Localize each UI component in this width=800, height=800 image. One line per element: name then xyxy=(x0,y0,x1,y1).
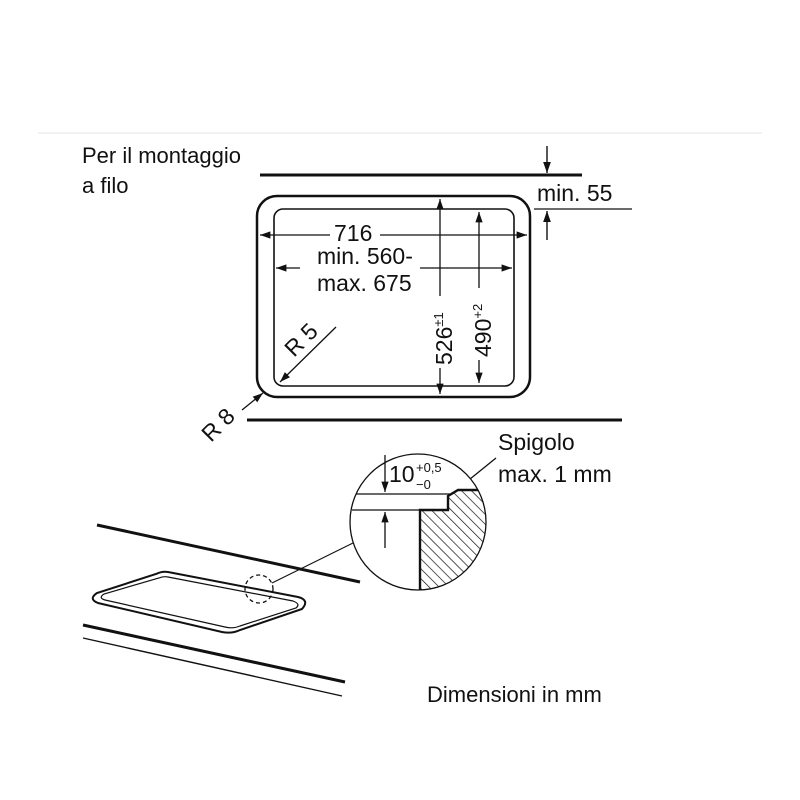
cutout-outer-outline xyxy=(255,194,532,399)
depth-inner-label: 490+2 xyxy=(470,304,496,357)
magnifier-ring xyxy=(244,574,274,604)
cutout-inner-outline xyxy=(273,208,515,387)
perspective-cutout-outer xyxy=(91,570,307,634)
rebate-label: 10 xyxy=(389,461,415,487)
perspective-front-edge xyxy=(82,623,346,684)
radius-outer-label: R 8 xyxy=(196,403,240,447)
title-line-1: Per il montaggio xyxy=(82,143,241,168)
min-gap-label: min. 55 xyxy=(537,180,612,206)
depth-inner-label-bg xyxy=(466,288,492,360)
magnifier-leader xyxy=(271,542,354,584)
width-outer-label-bg xyxy=(330,216,380,238)
width-inner-label-2: max. 675 xyxy=(317,270,412,296)
radius-outer-leader xyxy=(241,392,264,411)
depth-outer-label-bg xyxy=(427,296,453,368)
depth-outer-label: 526±1 xyxy=(431,312,457,365)
perspective-back-edge xyxy=(96,523,361,584)
edge-label-1: Spigolo xyxy=(498,429,575,455)
edge-label-2: max. 1 mm xyxy=(498,461,612,487)
title-line-2: a filo xyxy=(82,173,128,198)
radius-inner-label: R 5 xyxy=(279,318,323,362)
rebate-tol-lower: −0 xyxy=(416,477,431,492)
width-inner-label-1: min. 560- xyxy=(317,243,413,269)
width-outer-label: 716 xyxy=(334,220,372,246)
perspective-cutout-inner xyxy=(100,576,299,629)
perspective-front-lower-edge xyxy=(82,637,343,697)
units-note: Dimensioni in mm xyxy=(427,682,602,707)
width-inner-label-bg xyxy=(314,244,414,294)
rebate-tol-upper: +0,5 xyxy=(416,460,442,475)
radius-inner-leader xyxy=(279,326,337,383)
